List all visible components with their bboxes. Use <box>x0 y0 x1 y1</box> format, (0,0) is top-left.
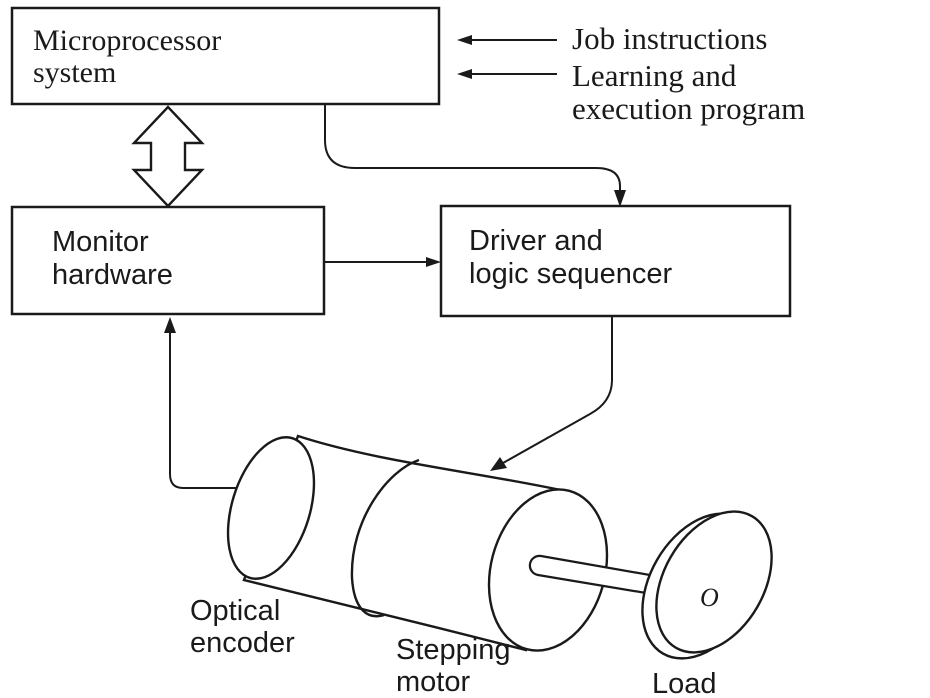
monitor-label-line1: Monitor <box>52 226 149 258</box>
motor-shaft <box>528 554 669 598</box>
encoder-feedback-arrowhead <box>164 317 176 333</box>
driver-to-motor-arrowhead <box>490 457 507 471</box>
motor-label-line2: motor <box>396 666 470 698</box>
motor-label-line1: Stepping <box>396 634 511 666</box>
learning-program-arrowhead <box>457 69 472 79</box>
load-disc-mark: O <box>700 583 719 612</box>
bidirectional-arrow <box>131 105 205 208</box>
job-instructions-arrowhead <box>457 35 472 45</box>
encoder-feedback-line <box>169 330 245 489</box>
microprocessor-system-block: Microprocessor system <box>10 6 441 106</box>
encoder-label-line1: Optical <box>190 595 280 627</box>
input-arrows: Job instructions Learning and execution … <box>457 21 805 126</box>
learning-label-line1: Learning and <box>572 58 737 93</box>
driver-block: Driver and logic sequencer <box>439 204 792 318</box>
load-disc: O <box>641 510 773 660</box>
microprocessor-label-line1: Microprocessor <box>33 24 221 57</box>
motor-encoder-assembly <box>226 434 669 652</box>
learning-label-line2: execution program <box>572 91 805 126</box>
load-disc-face <box>655 510 773 654</box>
microprocessor-box <box>10 6 441 106</box>
driver-label-line2: logic sequencer <box>469 258 672 290</box>
driver-box <box>439 204 792 318</box>
driver-label-line1: Driver and <box>469 225 603 257</box>
monitor-label-line2: hardware <box>52 259 173 291</box>
load-label: Load <box>652 668 717 698</box>
monitor-box <box>10 205 326 316</box>
micro-to-driver-line <box>324 105 621 196</box>
job-instructions-label: Job instructions <box>572 21 767 56</box>
driver-to-motor-line <box>502 316 613 464</box>
encoder-end <box>226 436 316 580</box>
encoder-motor-seam <box>350 458 420 618</box>
micro-to-driver-arrowhead <box>614 190 626 207</box>
encoder-label-line2: encoder <box>190 627 295 659</box>
monitor-hardware-block: Monitor hardware <box>10 205 326 316</box>
microprocessor-label-line2: system <box>33 56 116 89</box>
monitor-to-driver-arrowhead <box>426 257 441 267</box>
